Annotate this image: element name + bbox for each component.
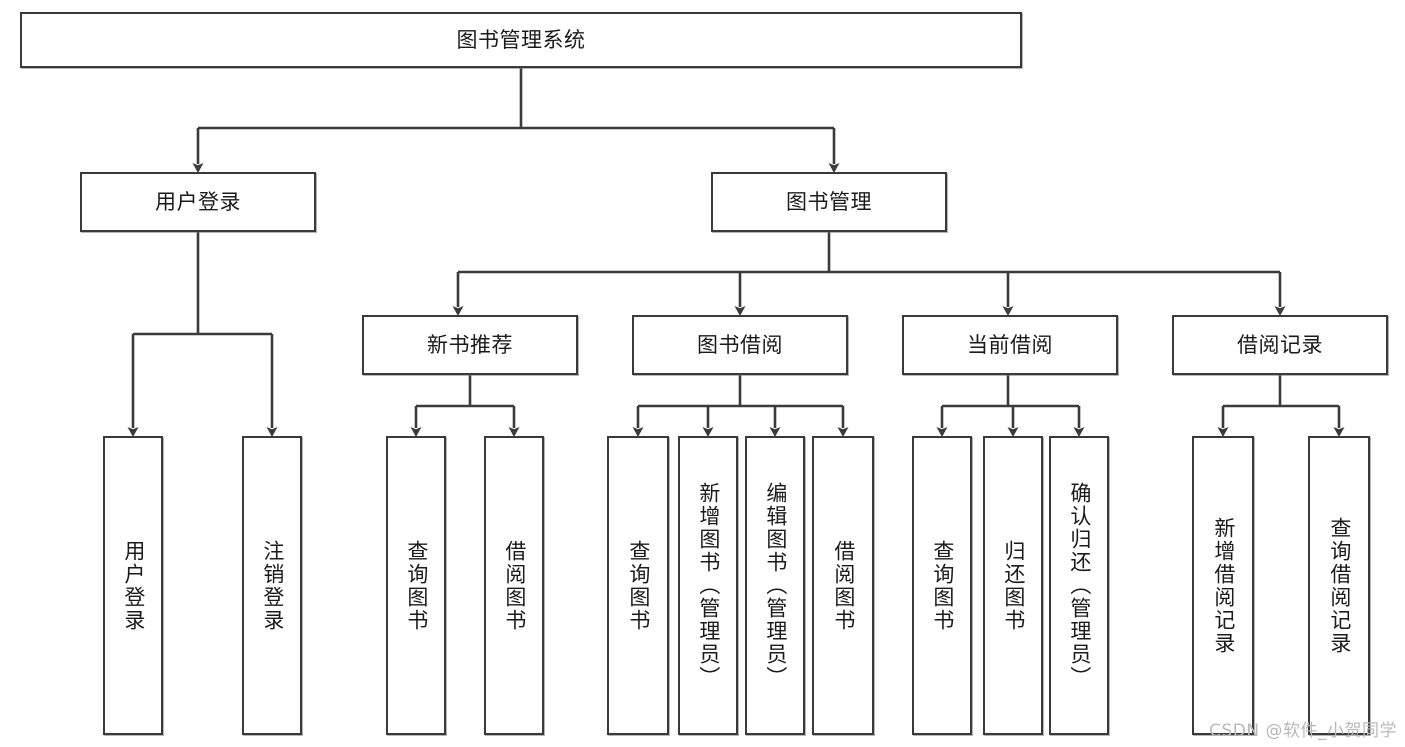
- leaf-edit-book-label: 编辑图书（管理员）: [763, 482, 788, 689]
- leaf-add-record-label: 新增借阅记录: [1211, 516, 1236, 655]
- leaf-borrow-book-1-label: 借阅图书: [502, 539, 527, 632]
- leaf-return-book-label: 归还图书: [1001, 539, 1026, 632]
- leaf-query-record[interactable]: 查询借阅记录: [1308, 436, 1370, 735]
- leaf-query-book-3-label: 查询图书: [930, 539, 955, 632]
- leaf-query-book-3[interactable]: 查询图书: [912, 436, 972, 735]
- leaf-query-book-1-label: 查询图书: [404, 539, 429, 632]
- csdn-watermark: CSDN @软件_小贺同学: [1209, 721, 1397, 741]
- leaf-edit-book[interactable]: 编辑图书（管理员）: [745, 436, 805, 735]
- node-book-borrow-label: 图书借阅: [697, 332, 783, 357]
- node-current-borrow-label: 当前借阅: [967, 332, 1053, 357]
- leaf-borrow-book-1[interactable]: 借阅图书: [484, 436, 544, 735]
- node-root-label: 图书管理系统: [456, 27, 586, 52]
- node-book-manage-label: 图书管理: [786, 189, 872, 214]
- leaf-logout[interactable]: 注销登录: [242, 436, 302, 735]
- node-book-borrow[interactable]: 图书借阅: [632, 315, 848, 375]
- leaf-query-book-2[interactable]: 查询图书: [607, 436, 669, 735]
- leaf-user-login[interactable]: 用户登录: [103, 436, 163, 735]
- leaf-query-book-2-label: 查询图书: [626, 539, 651, 632]
- node-new-book-rec-label: 新书推荐: [427, 332, 513, 357]
- leaf-borrow-book-2[interactable]: 借阅图书: [812, 436, 874, 735]
- node-current-borrow[interactable]: 当前借阅: [902, 315, 1118, 375]
- node-root[interactable]: 图书管理系统: [20, 12, 1022, 68]
- leaf-user-login-label: 用户登录: [121, 539, 146, 632]
- node-book-manage[interactable]: 图书管理: [711, 172, 947, 232]
- leaf-add-record[interactable]: 新增借阅记录: [1192, 436, 1254, 735]
- node-new-book-rec[interactable]: 新书推荐: [362, 315, 578, 375]
- node-borrow-record-label: 借阅记录: [1237, 332, 1323, 357]
- leaf-confirm-return-label: 确认归还（管理员）: [1067, 482, 1092, 689]
- leaf-logout-label: 注销登录: [260, 539, 285, 632]
- node-borrow-record[interactable]: 借阅记录: [1172, 315, 1388, 375]
- leaf-add-book-label: 新增图书（管理员）: [696, 482, 721, 689]
- leaf-query-record-label: 查询借阅记录: [1327, 516, 1352, 655]
- leaf-add-book[interactable]: 新增图书（管理员）: [678, 436, 738, 735]
- leaf-confirm-return[interactable]: 确认归还（管理员）: [1049, 436, 1109, 735]
- node-user-login-label: 用户登录: [155, 189, 241, 214]
- leaf-return-book[interactable]: 归还图书: [983, 436, 1043, 735]
- leaf-query-book-1[interactable]: 查询图书: [386, 436, 446, 735]
- leaf-borrow-book-2-label: 借阅图书: [831, 539, 856, 632]
- node-user-login[interactable]: 用户登录: [80, 172, 316, 232]
